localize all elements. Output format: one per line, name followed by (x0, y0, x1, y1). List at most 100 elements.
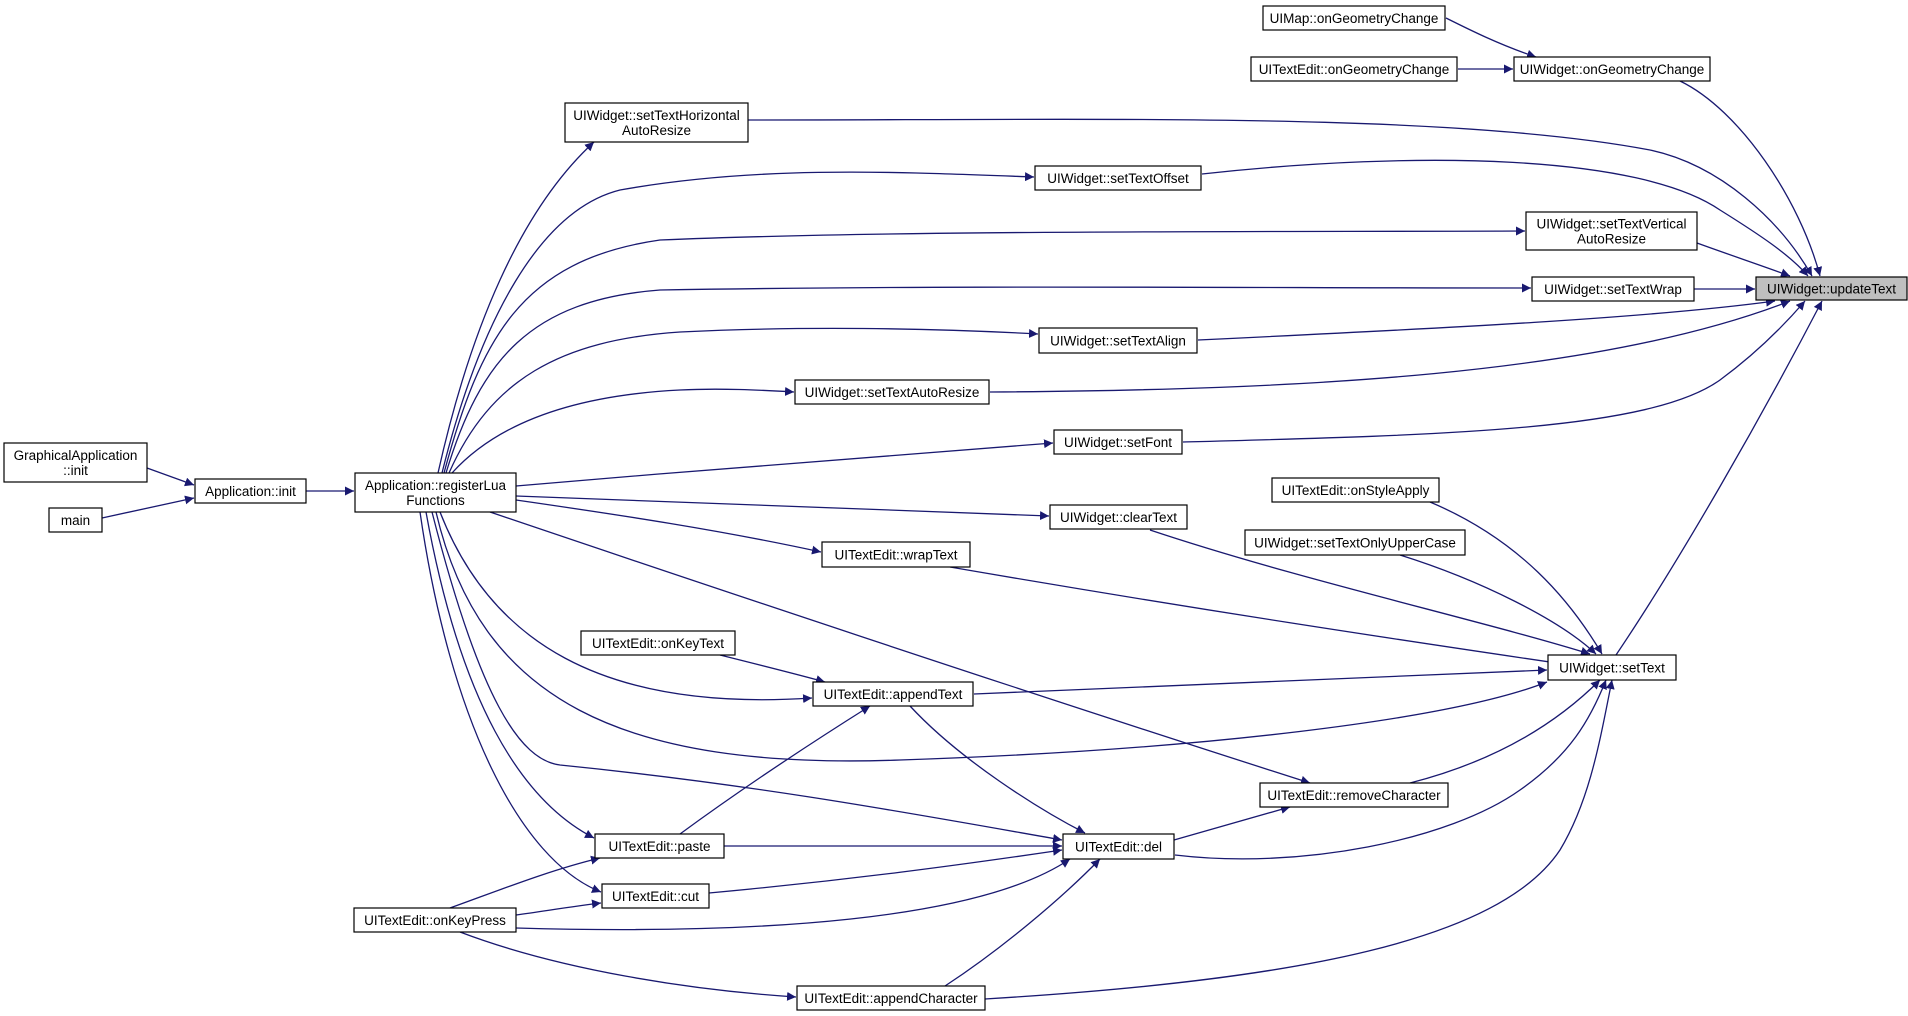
node-label: UIWidget::setFont (1064, 435, 1172, 450)
node-label: UIWidget::setTextOffset (1047, 171, 1189, 186)
node-setTextOffset[interactable]: UIWidget::setTextOffset (1034, 165, 1202, 191)
edge-appendText-to-setText (973, 665, 1548, 695)
edge-line (708, 846, 1063, 894)
edge-line (101, 495, 195, 519)
edge-line (515, 499, 822, 555)
node-clearText[interactable]: UIWidget::clearText (1049, 504, 1188, 530)
node-onKeyText[interactable]: UITextEdit::onKeyText (580, 630, 736, 656)
node-onStyleApply[interactable]: UITextEdit::onStyleApply (1271, 477, 1440, 503)
edge-appendChar-to-setText (984, 679, 1615, 1000)
edge-line (1445, 17, 1537, 59)
node-setTextWrap[interactable]: UIWidget::setTextWrap (1531, 276, 1695, 302)
edge-onKeyText-to-appendText (719, 654, 826, 684)
node-label: main (61, 513, 90, 528)
node-box (564, 102, 749, 143)
node-updateText[interactable]: UIWidget::updateText (1755, 276, 1908, 301)
node-layer: UIWidget::updateText UIMap::onGeometryCha… (3, 5, 1908, 1011)
node-box (1547, 654, 1677, 681)
node-label: Application::init (205, 484, 296, 499)
node-label: UIWidget::setTextAlign (1050, 334, 1186, 349)
edge-regLua-to-wrapText (515, 499, 822, 555)
node-wrapText[interactable]: UITextEdit::wrapText (821, 541, 971, 568)
node-label: UIWidget::onGeometryChange (1520, 62, 1705, 77)
edge-regLua-to-setTextAlign (448, 327, 1039, 474)
node-setTextAlign[interactable]: UIWidget::setTextAlign (1038, 327, 1198, 354)
edge-setTextOUC-to-setText (1399, 554, 1597, 655)
node-label: UIWidget::setTextWrap (1544, 282, 1682, 297)
node-gaInit[interactable]: GraphicalApplication::init (3, 442, 148, 483)
edge-gaInit-to-appInit (146, 467, 195, 487)
edge-del-to-setText (1174, 679, 1607, 860)
edge-appendText-to-del (909, 705, 1086, 834)
node-box (1038, 327, 1198, 354)
edge-line (439, 511, 813, 704)
node-label: UIWidget::setTextVertical (1536, 217, 1686, 232)
node-label: UIWidget::updateText (1767, 282, 1896, 297)
node-label: Functions (406, 493, 465, 508)
node-removeChar[interactable]: UITextEdit::removeCharacter (1259, 782, 1449, 808)
node-uimapGeom[interactable]: UIMap::onGeometryChange (1262, 5, 1446, 31)
edge-onKeyPress-to-cut (515, 899, 602, 916)
node-appendChar[interactable]: UITextEdit::appendCharacter (796, 985, 986, 1011)
node-box (1755, 276, 1908, 301)
node-setTextAutoResize[interactable]: UIWidget::setTextAutoResize (794, 379, 990, 405)
edge-line (459, 931, 797, 1001)
edge-setTextOffset-to-updateText (1201, 159, 1809, 277)
edge-line (719, 654, 826, 684)
node-appendText[interactable]: UITextEdit::appendText (812, 681, 974, 707)
edge-appendChar-to-del (944, 858, 1101, 987)
node-paste[interactable]: UITextEdit::paste (594, 833, 725, 859)
edge-regLua-to-appendText (439, 511, 813, 704)
node-box (1244, 529, 1466, 556)
node-box (1262, 5, 1446, 31)
node-main[interactable]: main (48, 507, 103, 533)
node-box (1513, 56, 1711, 82)
edge-del-to-removeChar (1173, 805, 1291, 841)
node-box (1062, 833, 1175, 860)
node-uiteGeom[interactable]: UITextEdit::onGeometryChange (1250, 56, 1458, 82)
node-box (594, 833, 725, 859)
node-box (821, 541, 971, 568)
node-label: UIWidget::setTextAutoResize (805, 385, 980, 400)
node-box (354, 472, 517, 513)
edge-line (1182, 300, 1806, 443)
edge-line (441, 171, 1035, 474)
node-label: UITextEdit::wrapText (834, 548, 957, 563)
node-label: UITextEdit::removeCharacter (1267, 788, 1441, 803)
node-label: UIMap::onGeometryChange (1270, 11, 1439, 26)
node-appInit[interactable]: Application::init (194, 478, 307, 504)
edge-regLua-to-setTextVAR (443, 226, 1526, 474)
edge-regLua-to-setTextOffset (441, 171, 1035, 474)
edge-paste-to-appendText (679, 705, 871, 835)
node-onKeyPress[interactable]: UITextEdit::onKeyPress (353, 907, 517, 933)
node-setFont[interactable]: UIWidget::setFont (1053, 429, 1183, 455)
node-uiwGeom[interactable]: UIWidget::onGeometryChange (1513, 56, 1711, 82)
edge-regLua-to-del (431, 511, 1063, 843)
edge-line (431, 511, 1063, 843)
node-box (1525, 211, 1698, 251)
node-label: UITextEdit::appendCharacter (804, 991, 978, 1006)
node-label: ::init (63, 463, 88, 478)
edge-line (1679, 80, 1823, 277)
node-cut[interactable]: UITextEdit::cut (601, 883, 710, 909)
node-label: AutoResize (622, 123, 691, 138)
edge-line (449, 855, 601, 909)
node-del[interactable]: UITextEdit::del (1062, 833, 1175, 860)
node-setText[interactable]: UIWidget::setText (1547, 654, 1677, 681)
node-box (1049, 504, 1188, 530)
edge-setText-to-updateText (1615, 300, 1823, 656)
node-setTextOUC[interactable]: UIWidget::setTextOnlyUpperCase (1244, 529, 1466, 556)
node-box (353, 907, 517, 933)
node-label: UITextEdit::del (1075, 840, 1162, 855)
node-box (1250, 56, 1458, 82)
edge-onKeyPress-to-paste (449, 855, 601, 909)
edge-line (747, 118, 1813, 277)
node-box (1271, 477, 1440, 503)
node-label: UITextEdit::paste (608, 839, 710, 854)
edge-line (448, 327, 1039, 474)
edge-line (1197, 297, 1776, 341)
edge-line (944, 858, 1101, 987)
